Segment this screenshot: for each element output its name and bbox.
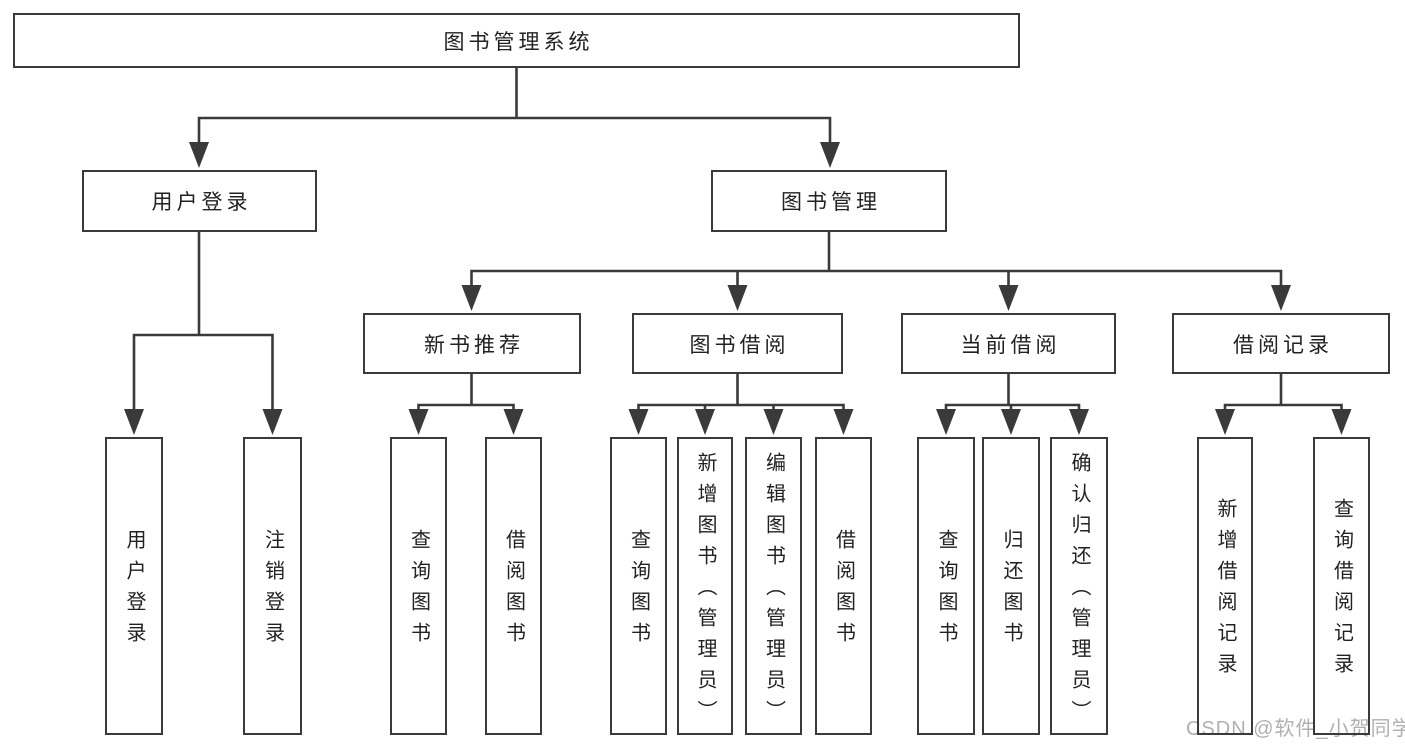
leaf-borrow-query-books-label: 查询图书: [627, 529, 650, 653]
arrowhead: [833, 409, 854, 435]
leaf-user-login-label: 用户登录: [123, 529, 145, 653]
arrowhead: [408, 409, 429, 435]
arrowhead: [820, 142, 840, 168]
node-borrowing-records-label: 借阅记录: [1233, 333, 1333, 357]
leaf-edit-books-admin: 编辑图书（管理员）: [745, 437, 802, 735]
leaf-return-books: 归还图书: [982, 437, 1040, 735]
arrowhead: [936, 409, 956, 435]
arrowhead: [695, 409, 715, 435]
leaf-current-query-books-label: 查询图书: [935, 529, 957, 653]
leaf-confirm-return-admin: 确认归还（管理员）: [1050, 437, 1108, 735]
arrowhead: [1215, 409, 1235, 435]
arrowhead: [189, 142, 209, 168]
node-new-book-recommend-label: 新书推荐: [424, 333, 524, 357]
leaf-confirm-return-admin-label: 确认归还（管理员）: [1068, 451, 1090, 731]
node-user-login: 用户登录: [82, 170, 317, 232]
leaf-add-books-admin: 新增图书（管理员）: [677, 437, 733, 735]
arrowhead: [124, 409, 144, 435]
csdn-watermark: CSDN @软件_小贺同学: [1186, 718, 1405, 740]
leaf-return-books-label: 归还图书: [1000, 529, 1022, 653]
arrowhead: [727, 285, 748, 311]
leaf-borrow-books-label: 借阅图书: [832, 529, 855, 653]
node-current-borrowing: 当前借阅: [901, 313, 1116, 374]
node-root-label: 图书管理系统: [443, 30, 594, 54]
leaf-add-borrow-record: 新增借阅记录: [1197, 437, 1253, 735]
leaf-add-books-admin-label: 新增图书（管理员）: [694, 451, 716, 731]
arrowhead: [628, 409, 649, 435]
arrowhead: [1271, 285, 1291, 311]
leaf-query-borrow-record: 查询借阅记录: [1313, 437, 1370, 735]
edge-book-borrow-branch: [637, 374, 845, 412]
leaf-query-borrow-record-label: 查询借阅记录: [1330, 498, 1353, 684]
node-book-management-label: 图书管理: [781, 191, 881, 214]
edge-records-branch: [1223, 374, 1343, 412]
leaf-borrow-query-books: 查询图书: [610, 437, 667, 735]
node-book-borrowing: 图书借阅: [632, 313, 843, 374]
leaf-add-borrow-record-label: 新增借阅记录: [1214, 498, 1236, 684]
edge-user-login-branch: [132, 232, 274, 412]
node-book-borrowing-label: 图书借阅: [689, 333, 790, 357]
arrowhead: [998, 285, 1019, 311]
arrowhead: [503, 409, 524, 435]
node-current-borrowing-label: 当前借阅: [960, 333, 1061, 357]
leaf-current-query-books: 查询图书: [917, 437, 975, 735]
node-borrowing-records: 借阅记录: [1172, 313, 1390, 374]
leaf-recommend-borrow-books-label: 借阅图书: [502, 529, 525, 653]
arrowhead: [1069, 409, 1089, 435]
node-root: 图书管理系统: [13, 13, 1020, 68]
leaf-user-login: 用户登录: [105, 437, 163, 735]
arrowhead: [461, 285, 482, 311]
leaf-edit-books-admin-label: 编辑图书（管理员）: [762, 451, 785, 731]
arrowhead: [262, 409, 283, 435]
edge-new-book-branch: [417, 374, 515, 412]
leaf-recommend-query-books: 查询图书: [390, 437, 447, 735]
leaf-recommend-query-books-label: 查询图书: [407, 529, 430, 653]
leaf-borrow-books: 借阅图书: [815, 437, 872, 735]
node-new-book-recommend: 新书推荐: [363, 313, 581, 374]
node-user-login-label: 用户登录: [151, 191, 252, 214]
arrowhead: [1001, 409, 1021, 435]
edge-current-borrow-branch: [944, 374, 1081, 412]
edge-level1-rail: [197, 116, 832, 146]
arrowhead: [1331, 409, 1352, 435]
edge-book-mgmt-branch: [470, 232, 1283, 288]
leaf-logout: 注销登录: [243, 437, 302, 735]
leaf-logout-label: 注销登录: [261, 529, 284, 653]
leaf-recommend-borrow-books: 借阅图书: [485, 437, 542, 735]
arrowhead: [763, 409, 784, 435]
node-book-management: 图书管理: [711, 170, 947, 232]
